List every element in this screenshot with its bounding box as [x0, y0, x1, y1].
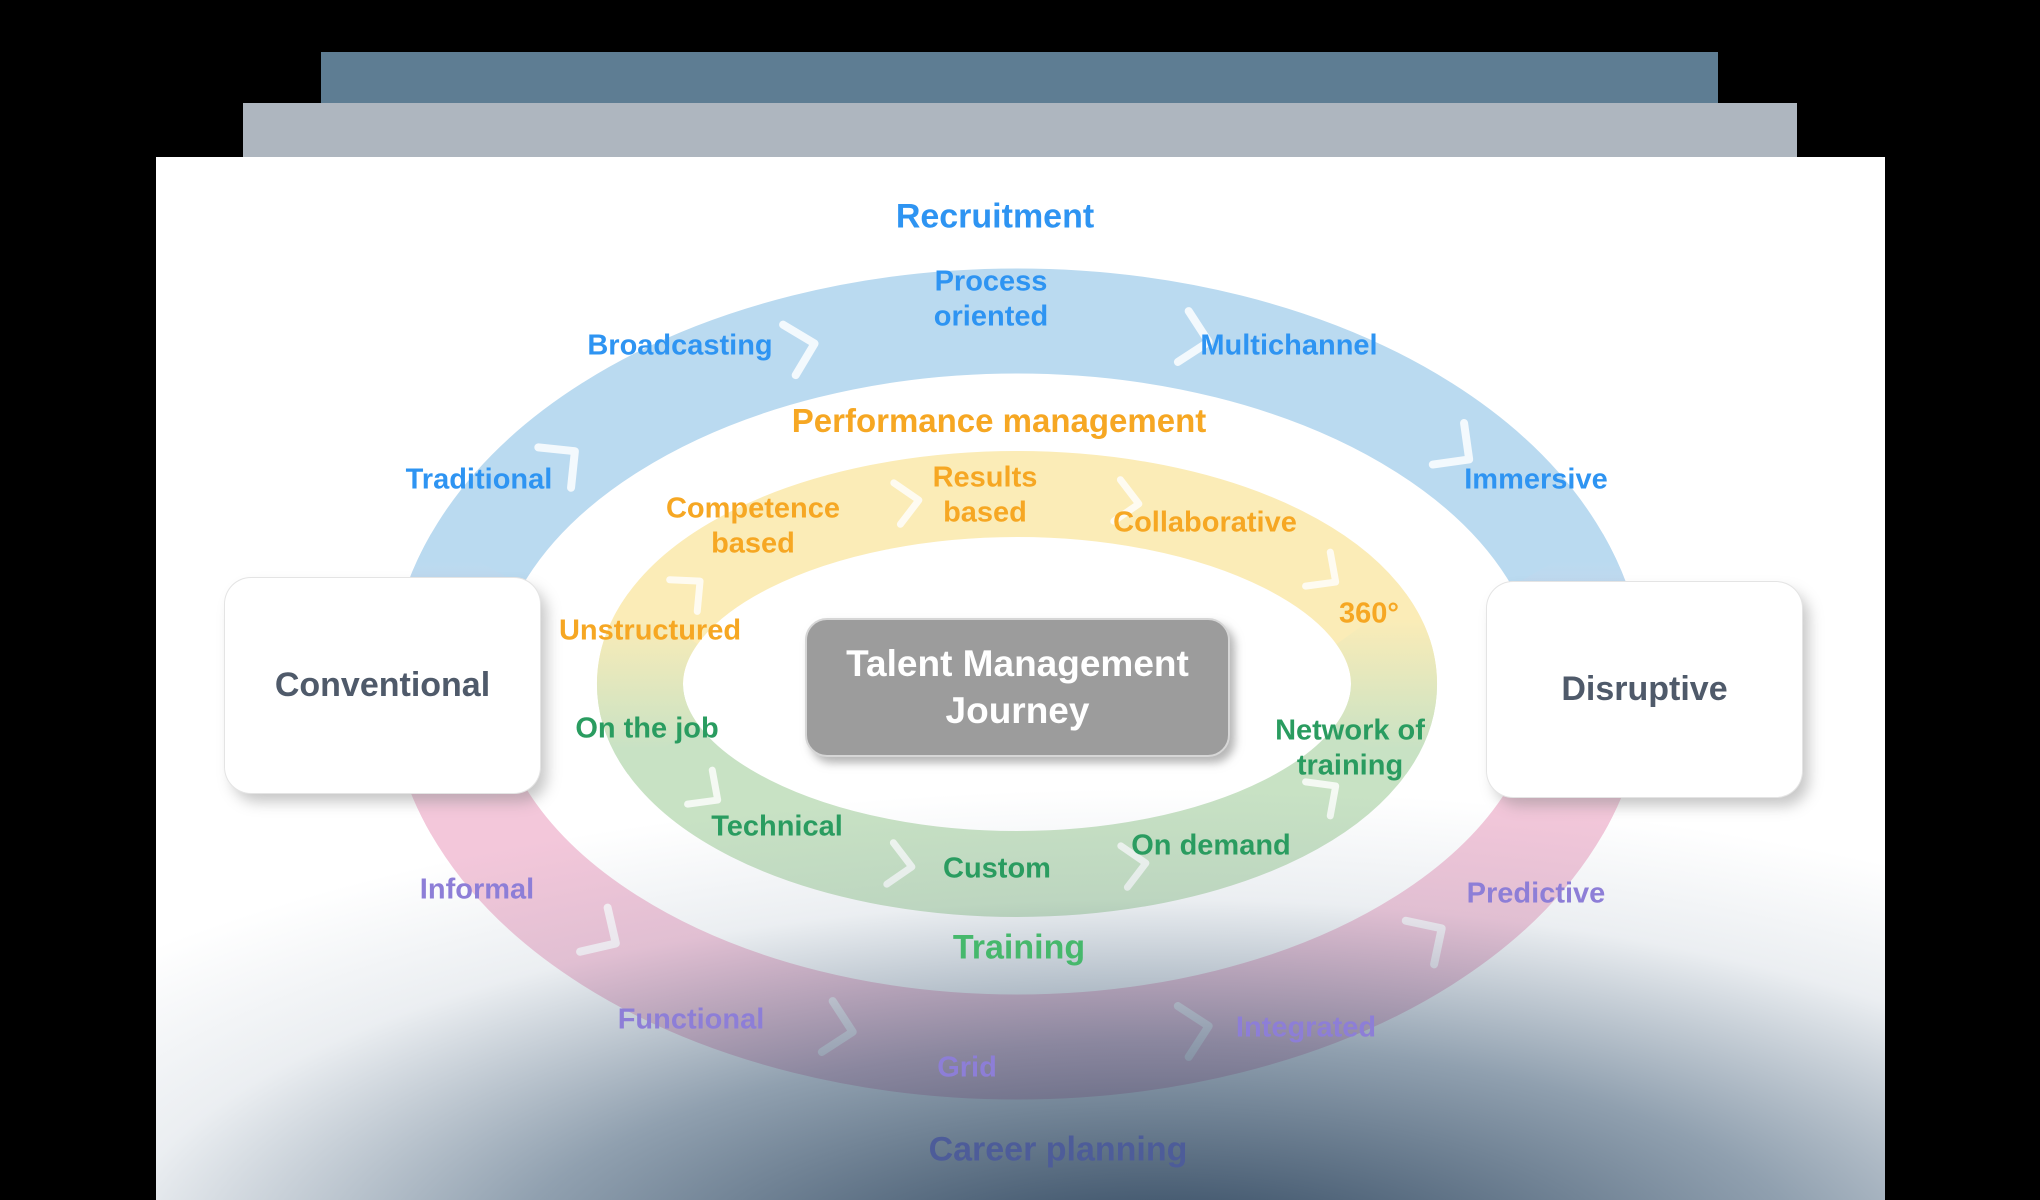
ring-label-results-based: Results based: [932, 461, 1038, 529]
bottom-shadow-gradient: [156, 760, 1885, 1200]
ring-label-on-demand: On demand: [1131, 829, 1291, 862]
ring-label-custom: Custom: [943, 852, 1051, 885]
chevron-icon: [1110, 476, 1143, 525]
ring-performance-arc: [597, 451, 1437, 686]
ring-label-process-oriented: Process oriented: [933, 265, 1049, 333]
ring-label-informal: Informal: [419, 873, 535, 906]
chevron-icon: [666, 576, 704, 615]
ring-middle-junction-right: [1335, 593, 1437, 775]
chevron-icon: [1428, 419, 1474, 469]
chevron-icon: [1173, 307, 1213, 366]
chevron-icon: [890, 479, 923, 528]
disruptive-label: Disruptive: [1561, 670, 1728, 708]
slide-canvas: Recruitment Traditional Broadcasting Pro…: [156, 157, 1885, 1200]
ring-label-integrated: Integrated: [1235, 1011, 1377, 1044]
ring-heading-career-planning: Career planning: [928, 1130, 1188, 1169]
ring-label-multichannel: Multichannel: [1200, 329, 1378, 362]
ring-label-collaborative: Collaborative: [1113, 506, 1297, 539]
talent-management-journey-label: Talent Management Journey: [846, 643, 1189, 731]
ring-recruitment-arc: [389, 268, 1645, 685]
chevron-icon: [779, 320, 819, 380]
ring-label-unstructured: Unstructured: [558, 614, 742, 647]
ring-label-network-of-training: Network of training: [1275, 714, 1425, 782]
ring-label-traditional: Traditional: [405, 463, 553, 496]
talent-management-journey-box: Talent Management Journey: [805, 618, 1230, 757]
ring-label-functional: Functional: [617, 1003, 765, 1036]
ring-label-competence-based: Competence based: [665, 492, 841, 560]
ring-label-broadcasting: Broadcasting: [587, 329, 773, 362]
chevron-icon: [1302, 548, 1340, 590]
conventional-label: Conventional: [274, 666, 491, 704]
window-toolbar: [243, 103, 1797, 157]
conventional-box: Conventional: [225, 578, 540, 793]
ring-heading-performance-management: Performance management: [791, 401, 1207, 439]
ring-label-immersive: Immersive: [1464, 463, 1608, 496]
ring-label-on-the-job: On the job: [575, 712, 719, 745]
ring-label-predictive: Predictive: [1466, 877, 1606, 910]
ring-heading-training: Training: [952, 928, 1086, 967]
chevron-icon: [534, 443, 579, 492]
ring-heading-recruitment: Recruitment: [895, 197, 1095, 236]
disruptive-box: Disruptive: [1487, 582, 1802, 797]
window-title-bar[interactable]: [321, 52, 1718, 103]
ring-label-technical: Technical: [711, 810, 843, 843]
ring-label-grid: Grid: [937, 1051, 997, 1084]
ring-label-360: 360°: [1339, 597, 1399, 630]
ring-middle-junction-left: [597, 593, 699, 775]
